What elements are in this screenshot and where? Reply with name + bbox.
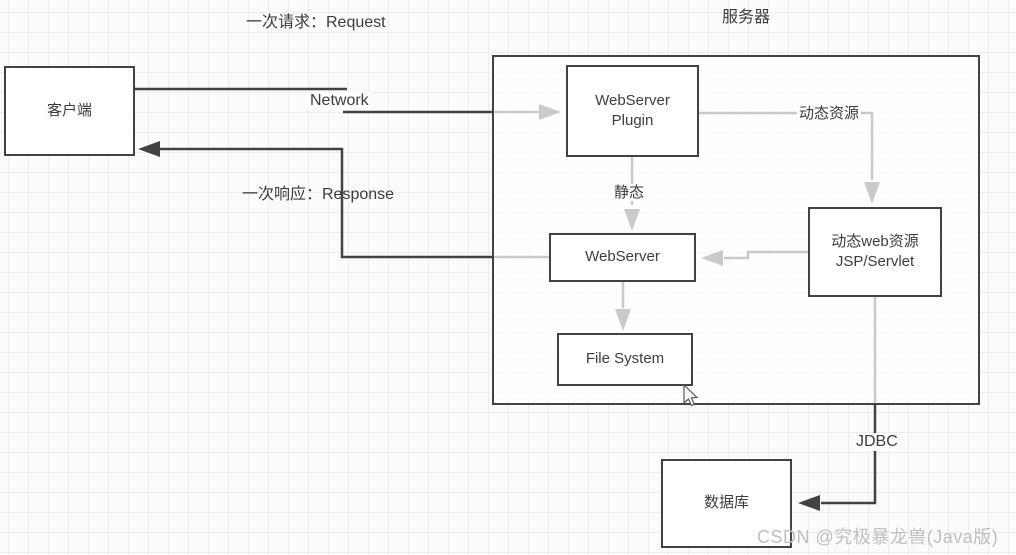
database-node[interactable]: 数据库: [661, 459, 792, 548]
response-label: 一次响应：Response: [242, 186, 395, 203]
static-label: 静态: [612, 184, 647, 202]
jdbc-arrowhead: [798, 495, 820, 511]
server-container-title: 服务器: [722, 9, 771, 26]
file-system-node-label: File System: [585, 350, 665, 368]
dynamic-res-label: 动态资源: [797, 105, 862, 123]
dynamic-web-node[interactable]: 动态web资源 JSP/Servlet: [808, 207, 942, 297]
mouse-cursor-icon: [683, 384, 699, 407]
request-label: 一次请求：Request: [246, 14, 386, 31]
dynamic-web-label-line1: 动态web资源: [831, 232, 919, 250]
webserver-plugin-label-line2: Plugin: [611, 112, 654, 129]
webserver-plugin-label-line1: WebServer: [595, 91, 670, 109]
dynamic-web-label-line2: JSP/Servlet: [835, 253, 915, 270]
webserver-node[interactable]: WebServer: [549, 233, 696, 282]
client-node-label: 客户端: [46, 101, 92, 119]
database-node-label: 数据库: [703, 494, 749, 512]
file-system-node[interactable]: File System: [557, 333, 693, 386]
webserver-plugin-node[interactable]: WebServer Plugin: [566, 65, 699, 157]
client-node[interactable]: 客户端: [4, 66, 135, 156]
network-label: Network: [308, 92, 371, 111]
watermark-text: CSDN @究极暴龙兽(Java版): [757, 527, 999, 547]
webserver-node-label: WebServer: [585, 248, 660, 266]
jdbc-label: JDBC: [854, 433, 900, 452]
response-arrowhead: [138, 141, 160, 157]
